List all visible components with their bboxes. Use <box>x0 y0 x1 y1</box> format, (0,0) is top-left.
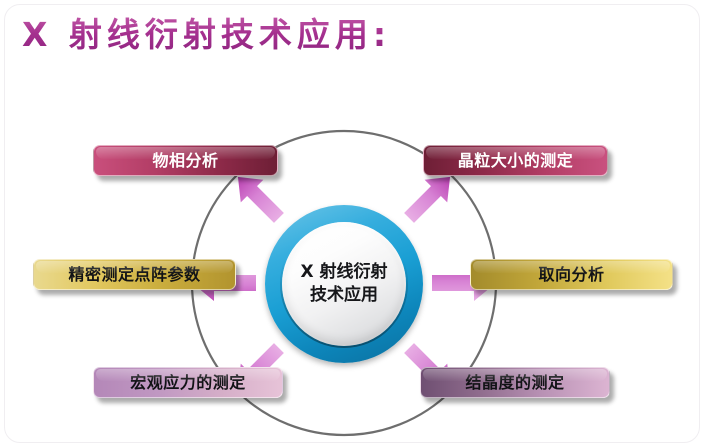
application-box-grain-size-measurement[interactable]: 晶粒大小的测定 <box>423 145 608 176</box>
application-box-crystallinity-measurement[interactable]: 结晶度的测定 <box>420 367 610 398</box>
application-label: 结晶度的测定 <box>465 372 565 392</box>
application-label: 晶粒大小的测定 <box>457 150 574 170</box>
application-box-orientation-analysis[interactable]: 取向分析 <box>470 259 673 290</box>
application-box-precise-lattice-parameter[interactable]: 精密测定点阵参数 <box>33 259 236 290</box>
application-label: 宏观应力的测定 <box>130 372 246 392</box>
application-label: 取向分析 <box>538 264 605 284</box>
application-label: 物相分析 <box>152 150 219 170</box>
hub-title-line-1: X 射线衍射 <box>300 262 388 283</box>
center-hub: X 射线衍射 技术应用 <box>265 205 423 363</box>
arrow-up-left <box>237 176 284 223</box>
page-title: X 射线衍射技术应用: <box>22 15 392 54</box>
application-box-phase-analysis[interactable]: 物相分析 <box>93 145 278 176</box>
hub-title-line-2: 技术应用 <box>310 285 378 305</box>
arrow-up-right <box>404 176 451 223</box>
application-box-macro-stress-measurement[interactable]: 宏观应力的测定 <box>93 367 283 398</box>
hub-face: X 射线衍射 技术应用 <box>282 222 406 346</box>
application-label: 精密测定点阵参数 <box>68 264 201 284</box>
